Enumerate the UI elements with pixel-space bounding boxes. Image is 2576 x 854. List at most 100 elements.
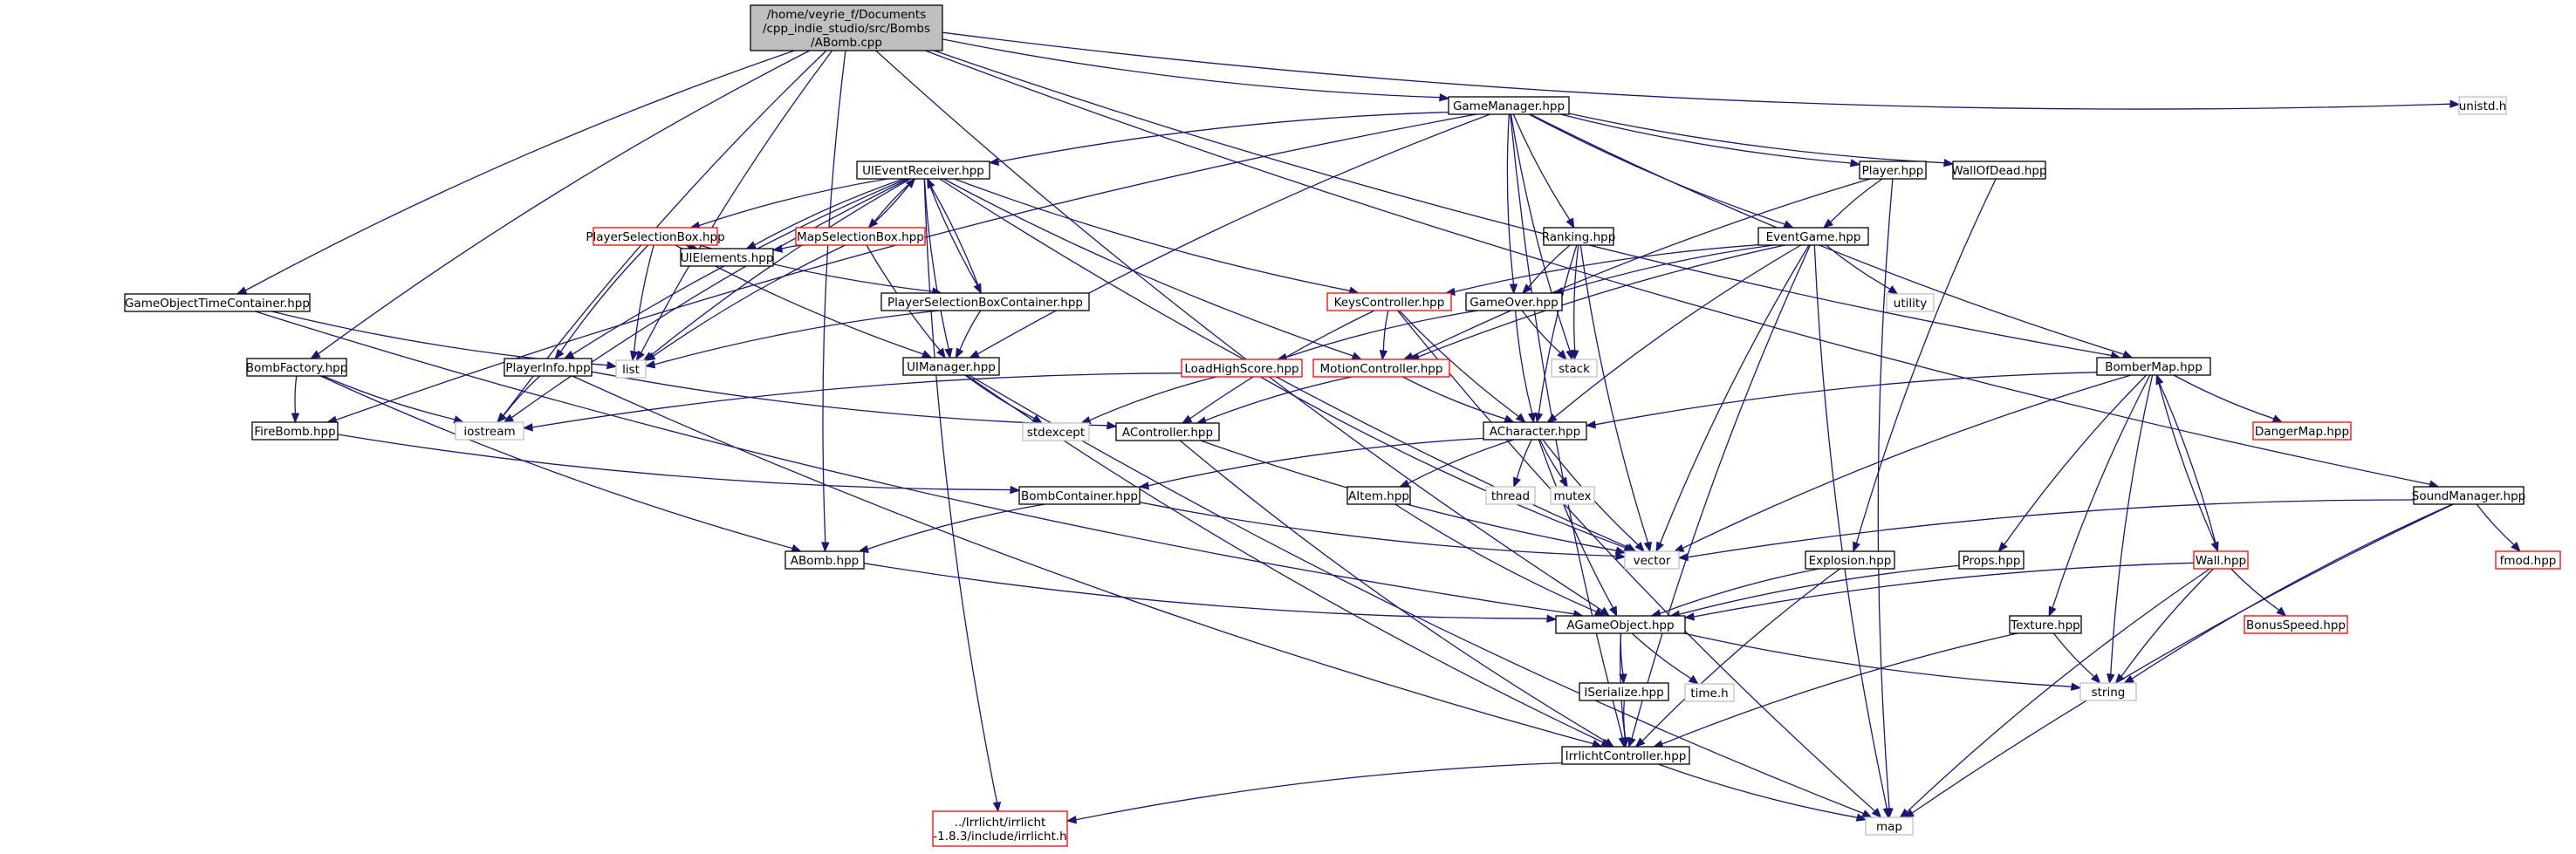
arrowhead — [821, 542, 830, 553]
edge-line — [1396, 310, 1876, 812]
file-node[interactable]: PlayerSelectionBoxContainer.hpp — [880, 292, 1090, 311]
arrowhead — [2271, 414, 2284, 423]
file-node[interactable]: ACharacter.hpp — [1483, 421, 1587, 441]
file-node[interactable]: unistd.h — [2458, 96, 2507, 115]
file-node[interactable]: DangerMap.hpp — [2252, 421, 2352, 441]
edge-line — [1573, 244, 1579, 352]
node-label: ABomb.hpp — [791, 554, 859, 568]
edge-line — [1148, 437, 1484, 487]
file-node[interactable]: Explosion.hpp — [1805, 550, 1895, 570]
file-node[interactable]: BombFactory.hpp — [246, 358, 348, 377]
arrowhead — [1010, 485, 1021, 495]
file-node[interactable]: AController.hpp — [1115, 422, 1220, 441]
node-box — [2495, 550, 2561, 570]
node-label: AGameObject.hpp — [1566, 618, 1674, 632]
file-node[interactable]: time.h — [1684, 683, 1735, 702]
file-node[interactable]: Props.hpp — [1958, 550, 2024, 570]
file-node[interactable]: UIManager.hpp — [902, 357, 1000, 376]
node-label: utility — [1894, 297, 1927, 311]
node-box — [1865, 816, 1914, 836]
edge-line — [1506, 113, 1515, 285]
file-node[interactable]: BomberMap.hpp — [2096, 357, 2211, 376]
edge-line — [1659, 568, 1819, 614]
file-node[interactable]: EventGame.hpp — [1757, 227, 1869, 246]
arrowhead — [503, 413, 515, 423]
include-edge — [927, 178, 982, 295]
file-node[interactable]: mutex — [1550, 486, 1595, 505]
include-edge — [923, 178, 953, 359]
node-box — [1684, 683, 1735, 702]
file-node[interactable]: iostream — [455, 421, 524, 441]
file-node[interactable]: vector — [1624, 550, 1680, 570]
edge-line — [337, 434, 1011, 491]
file-node[interactable]: SoundManager.hpp — [2412, 486, 2525, 505]
file-node[interactable]: fmod.hpp — [2495, 550, 2561, 570]
arrowhead — [1882, 808, 1892, 819]
edge-line — [1687, 499, 2415, 558]
edge-line — [1528, 244, 1571, 288]
file-node[interactable]: AGameObject.hpp — [1555, 615, 1686, 634]
file-node[interactable]: utility — [1886, 293, 1935, 312]
file-node[interactable]: /home/veyrie_f/Documents/cpp_indie_studi… — [750, 4, 943, 51]
file-node[interactable]: FireBomb.hpp — [251, 421, 339, 441]
node-label: BomberMap.hpp — [2105, 360, 2203, 374]
file-node[interactable]: UIEventReceiver.hpp — [856, 161, 990, 180]
file-node[interactable]: GameManager.hpp — [1448, 96, 1570, 115]
file-node[interactable]: Texture.hpp — [2009, 615, 2082, 634]
file-node[interactable]: ABomb.hpp — [784, 550, 865, 570]
file-node[interactable]: PlayerSelectionBox.hpp — [586, 227, 725, 246]
node-label: LoadHighScore.hpp — [1184, 362, 1298, 376]
edge-line — [1562, 244, 1774, 292]
arrowhead — [992, 802, 1002, 813]
file-node[interactable]: WallOfDead.hpp — [1951, 161, 2047, 180]
edge-line — [2110, 374, 2154, 675]
file-node[interactable]: GameOver.hpp — [1465, 292, 1563, 311]
file-node[interactable]: UIElements.hpp — [680, 248, 774, 267]
node-label: KeysController.hpp — [1334, 296, 1445, 310]
file-node[interactable]: KeysController.hpp — [1326, 292, 1452, 311]
include-edge — [969, 113, 1490, 359]
edge-line — [1204, 376, 1353, 421]
file-node[interactable]: MapSelectionBox.hpp — [795, 227, 926, 246]
arrowhead — [955, 347, 964, 359]
file-node[interactable]: Ranking.hpp — [1542, 227, 1616, 246]
arrowhead — [1534, 412, 1544, 424]
include-edge — [1560, 113, 1861, 167]
node-label: PlayerInfo.hpp — [505, 361, 590, 375]
include-edge — [1631, 632, 1699, 685]
edge-line — [1398, 310, 1519, 417]
arrowhead — [2210, 541, 2219, 553]
file-node[interactable]: map — [1865, 816, 1914, 836]
file-node[interactable]: Wall.hpp — [2193, 550, 2249, 570]
include-edge — [969, 374, 1873, 818]
edge-line — [531, 372, 1182, 428]
include-edge — [1853, 178, 1997, 553]
edge-line — [1679, 564, 1960, 615]
arrowhead — [1783, 220, 1794, 229]
arrowhead — [2449, 99, 2461, 108]
node-label: stdexcept — [1027, 426, 1085, 440]
file-node[interactable]: GameObjectTimeContainer.hpp — [124, 293, 311, 312]
node-box — [1018, 486, 1141, 505]
file-node[interactable]: MotionController.hpp — [1312, 359, 1450, 378]
file-node[interactable]: stack — [1551, 359, 1598, 378]
file-node[interactable]: BonusSpeed.hpp — [2244, 615, 2348, 634]
include-edge — [1677, 499, 2415, 562]
edge-line — [1631, 632, 1692, 680]
file-node[interactable]: ../Irrlicht/irrlicht-1.8.3/include/irrli… — [932, 810, 1068, 847]
node-box — [880, 292, 1090, 311]
node-box — [455, 421, 524, 441]
file-node[interactable]: PlayerInfo.hpp — [504, 358, 593, 377]
arrowhead — [291, 413, 300, 424]
file-node[interactable]: Player.hpp — [1859, 161, 1927, 180]
file-node[interactable]: IrrlichtController.hpp — [1561, 746, 1690, 765]
file-node[interactable]: string — [2079, 682, 2137, 701]
file-node[interactable]: thread — [1485, 486, 1536, 505]
file-node[interactable]: ISerialize.hpp — [1579, 682, 1669, 701]
file-node[interactable]: list — [615, 359, 647, 379]
file-node[interactable]: LoadHighScore.hpp — [1181, 359, 1303, 378]
edge-line — [923, 178, 949, 350]
file-node[interactable]: BombContainer.hpp — [1018, 486, 1141, 505]
file-node[interactable]: AItem.hpp — [1346, 486, 1411, 505]
file-node[interactable]: stdexcept — [1022, 422, 1090, 441]
